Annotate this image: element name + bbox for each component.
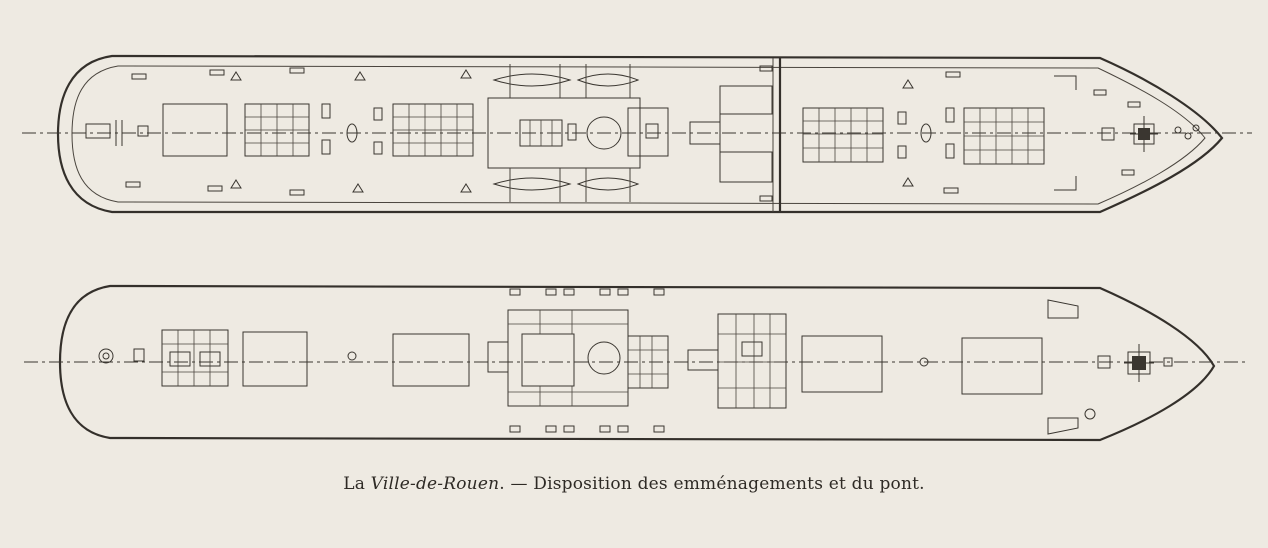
- deck-plan-hull-outline: [56, 54, 1224, 214]
- lifeboat-3: [492, 177, 572, 191]
- pillar-1: [347, 351, 357, 361]
- stern-tube: [98, 348, 114, 364]
- side-scuttles-top: [509, 288, 1079, 319]
- stern-bitt: [137, 125, 149, 137]
- lifeboat-1: [492, 73, 572, 87]
- stern-tube-inner: [102, 352, 110, 360]
- deckhouse-amidships: [487, 97, 669, 169]
- accommodation-plan-hull-outline: [58, 284, 1216, 442]
- vent-5: [897, 111, 907, 125]
- vent-2: [321, 139, 331, 155]
- capstan-2: [920, 123, 932, 143]
- forward-deckhouse: [689, 85, 773, 183]
- vent-7: [945, 107, 955, 123]
- deck-fittings: [230, 69, 1077, 193]
- bow-bitt: [1101, 127, 1115, 141]
- capstan-1: [346, 123, 358, 143]
- funnel: [586, 116, 622, 150]
- hawse-1: [1174, 126, 1182, 134]
- engine-room: [487, 309, 669, 407]
- fore-post: [1097, 355, 1111, 369]
- rail-cleats-top: [131, 65, 1141, 108]
- vent-1: [321, 103, 331, 119]
- aft-cabins: [161, 329, 229, 387]
- chain-locker: [1124, 344, 1154, 382]
- accommodation-plan: [24, 284, 1246, 442]
- grated-hatch-1: [244, 103, 310, 157]
- vent-4: [373, 141, 383, 155]
- caption-prefix: La: [343, 474, 366, 494]
- pillar-2: [919, 357, 929, 367]
- side-scuttles-bottom: [509, 408, 1096, 435]
- hold-4: [961, 337, 1043, 395]
- after-hatch: [162, 103, 228, 157]
- hold-3: [801, 335, 883, 393]
- lifeboat-4: [576, 177, 640, 191]
- vent-3: [373, 107, 383, 121]
- forward-cabins: [687, 313, 787, 409]
- grated-hatch-3: [802, 107, 884, 163]
- windlass: [1130, 116, 1158, 152]
- forepeak-fitting: [1163, 357, 1173, 367]
- caption-description: Disposition des emménagements et du pont…: [533, 474, 925, 494]
- caption-separator: . —: [499, 474, 528, 494]
- caption-ship-name: Ville-de-Rouen: [370, 474, 500, 494]
- vent-6: [897, 145, 907, 159]
- grated-hatch-4: [963, 107, 1045, 165]
- hawse-3: [1192, 124, 1200, 132]
- deck-plan-hull-inner: [71, 65, 1206, 205]
- after-post: [133, 348, 145, 362]
- figure-caption: La Ville-de-Rouen. — Disposition des emm…: [0, 474, 1268, 494]
- stern-fitting: [85, 123, 111, 139]
- hold-2: [392, 333, 470, 387]
- grated-hatch-2: [392, 103, 474, 157]
- hold-1: [242, 331, 308, 387]
- hawse-2: [1184, 132, 1192, 140]
- lifeboat-2: [576, 73, 640, 87]
- rail-cleats-bottom: [125, 169, 1135, 202]
- vent-8: [945, 143, 955, 159]
- deck-plan: [22, 54, 1252, 214]
